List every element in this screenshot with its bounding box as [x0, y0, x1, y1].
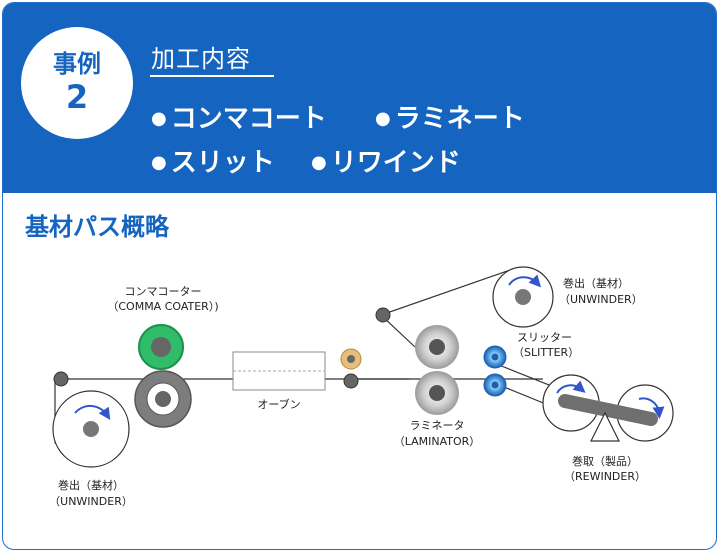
bullet-icon: ● — [311, 152, 327, 173]
laminator-label-en: （LAMINATOR） — [394, 435, 481, 448]
unwinder-bottom-label-en: （UNWINDER） — [49, 495, 133, 508]
case-badge-number: 2 — [65, 78, 89, 116]
process-title-underline — [150, 75, 274, 77]
rotation-arrow-icon — [556, 380, 586, 394]
guide-roll — [53, 371, 69, 387]
process-item: ●スリット — [151, 148, 275, 178]
guide-roll — [343, 373, 359, 389]
rewinder — [542, 374, 674, 442]
rewinder-label-ja: 巻取（製品） — [572, 454, 638, 468]
process-item: ●コンマコート — [151, 104, 327, 134]
bullet-icon: ● — [375, 108, 391, 129]
unwinder-top-label-en: （UNWINDER） — [559, 293, 643, 306]
laminator — [415, 325, 459, 415]
guide-roll — [375, 307, 391, 323]
rotation-arrow-icon — [638, 397, 665, 419]
rewinder-label-en: （REWINDER） — [564, 470, 646, 483]
substrate-path-diagram: コンマコーター （COMMA COATER）) オーブン 巻出（基材） （UNW… — [49, 266, 674, 508]
slitter-label-ja: スリッター — [517, 331, 572, 344]
oven-box — [232, 351, 326, 391]
rotation-arrow-icon — [508, 274, 542, 288]
bullet-icon: ● — [151, 152, 167, 173]
unwinder-top-label-ja: 巻出（基材） — [563, 276, 629, 290]
unwinder-bottom-roll — [52, 390, 130, 468]
oven-label: オーブン — [257, 397, 300, 411]
slitter — [483, 345, 507, 397]
unwinder-bottom-label-ja: 巻出（基材） — [58, 478, 124, 492]
comma-coater-label-en: （COMMA COATER）) — [107, 300, 218, 313]
process-title: 加工内容 — [151, 45, 251, 73]
bullet-icon: ● — [151, 108, 167, 129]
comma-coater — [134, 324, 192, 428]
case-badge: 事例 2 — [21, 27, 133, 139]
comma-coater-label-ja: コンマコーター — [125, 285, 202, 298]
process-item: ●ラミネート — [375, 104, 525, 134]
case-badge-label: 事例 — [53, 50, 101, 78]
process-item: ●リワインド — [311, 148, 461, 178]
unwinder-top-roll — [492, 266, 554, 328]
rotation-arrow-icon — [74, 404, 111, 421]
laminator-label-ja: ラミネータ — [410, 419, 465, 432]
slitter-label-en: （SLITTER） — [513, 346, 579, 359]
header-panel: 事例 2 加工内容 ●コンマコート ●ラミネート ●スリット ●リワインド — [3, 3, 716, 193]
section-title: 基材パス概略 — [25, 213, 169, 241]
